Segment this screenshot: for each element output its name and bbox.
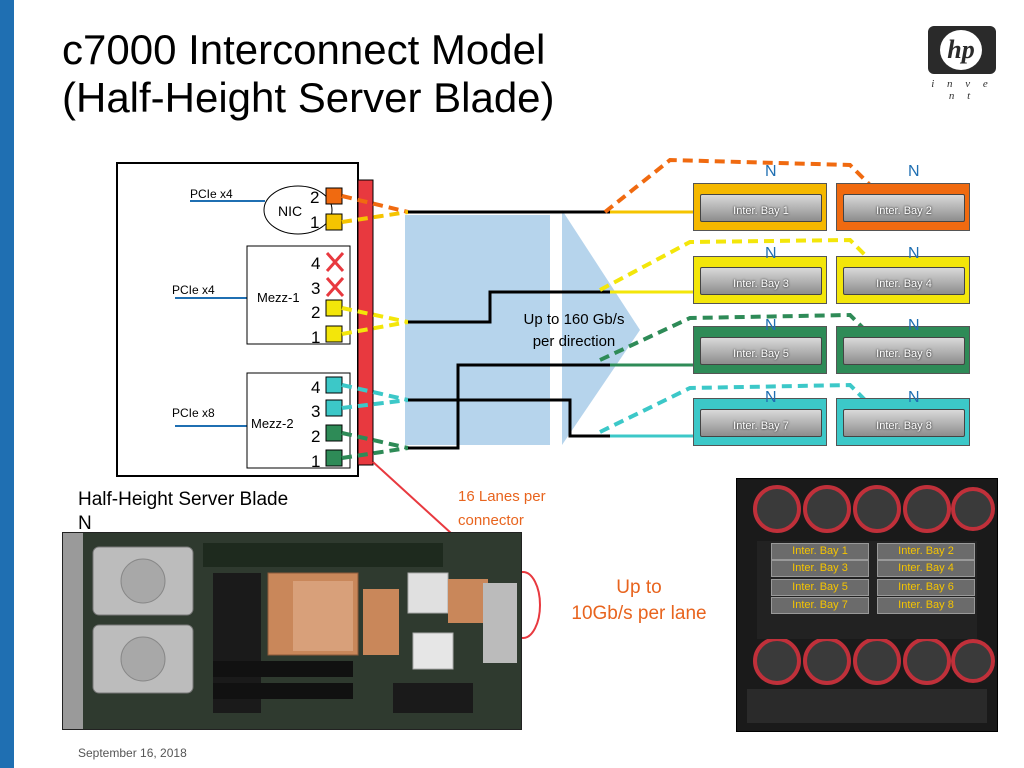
lanes-note-2: connector [458,512,524,529]
enclosure-photo: Inter. Bay 1 Inter. Bay 2 Inter. Bay 3 Inte… [736,478,998,732]
slide-title: c7000 Interconnect Model (Half-Height Se… [62,26,555,122]
interconnect-bay-6: Inter. Bay 6 [836,326,970,374]
enclosure-bay-label-3: Inter. Bay 3 [771,560,869,577]
bay-label: Inter. Bay 7 [733,420,789,432]
nic-port-1-label: 1 [310,213,320,232]
title-line-1: c7000 Interconnect Model [62,26,546,73]
mezz1-port-1-label: 1 [311,328,321,347]
mezz1-label: Mezz-1 [257,290,300,305]
bay-n-label: N [908,317,920,334]
midplane-arrow [562,210,640,445]
bay-label: Inter. Bay 5 [733,348,789,360]
mezz2-port-1 [325,449,343,467]
switch-module-icon [843,194,965,222]
hp-logo: hp i n v e n t [928,26,996,102]
hp-logo-mark: hp [940,30,982,70]
title-line-2: (Half-Height Server Blade) [62,74,555,121]
blade-connector-strip [357,179,374,466]
mezz1-port-2-label: 2 [311,303,321,322]
mezz1-port-1 [325,325,343,343]
switch-module-icon [700,409,822,437]
midplane-traces [408,210,610,450]
bay-n-label: N [765,317,777,334]
mezz2-label: Mezz-2 [251,416,294,431]
bay-n-label: N [765,245,777,262]
switch-module-icon [843,337,965,365]
nic-port-1 [325,213,343,231]
enclosure-bay-label-4: Inter. Bay 4 [877,560,975,577]
nic-ellipse [263,185,333,235]
bay-label: Inter. Bay 8 [876,420,932,432]
enclosure-bay-label-1: Inter. Bay 1 [771,543,869,560]
interconnect-bay-5: Inter. Bay 5 [693,326,827,374]
blade-photo [62,532,522,730]
footer-date: September 16, 2018 [78,746,187,760]
mezz1-port-2 [325,299,343,317]
switch-module-icon [843,409,965,437]
enclosure-bay-label-5: Inter. Bay 5 [771,579,869,596]
speed-note-1: Up to [616,577,662,598]
mezz1-port-3-label: 3 [311,279,321,298]
nic-port-2 [325,187,343,205]
pcie-nic-label: PCIe x4 [190,187,233,201]
bay-dashed-links [599,157,872,434]
bay-n-label: N [765,389,777,406]
enclosure-bay-label-8: Inter. Bay 8 [877,597,975,614]
blade-photo-drawing [63,533,521,729]
interconnect-bay-3: Inter. Bay 3 [693,256,827,304]
bay-label: Inter. Bay 3 [733,278,789,290]
mezz2-port-3 [325,399,343,417]
bay-label: Inter. Bay 1 [733,205,789,217]
blade-caption: Half-Height Server Blade [78,489,289,510]
pcie-mezz1-label: PCIe x4 [172,283,215,297]
pcie-mezz2-label: PCIe x8 [172,406,215,420]
mezz2-port-2-label: 2 [311,427,321,446]
bay-n-label: N [908,389,920,406]
unused-port-x-icon [325,252,345,297]
switch-module-icon [700,194,822,222]
bay-label: Inter. Bay 6 [876,348,932,360]
blade-caption-n: N [78,513,92,534]
lanes-note-1: 16 Lanes per [458,488,546,505]
speed-note-2: 10Gb/s per lane [571,603,707,624]
hp-logo-badge: hp [928,26,996,74]
switch-module-icon [700,267,822,295]
interconnect-bay-7: Inter. Bay 7 [693,398,827,446]
interconnect-bay-8: Inter. Bay 8 [836,398,970,446]
nic-port-2-label: 2 [310,188,320,207]
bay-label: Inter. Bay 4 [876,278,932,290]
bay-n-label: N [908,245,920,262]
bay-label: Inter. Bay 2 [876,205,932,217]
mezz2-port-4 [325,376,343,394]
nic-label: NIC [278,203,303,219]
switch-module-icon [843,267,965,295]
interconnect-bay-2: Inter. Bay 2 [836,183,970,231]
port-links [341,194,409,460]
hp-logo-tagline: i n v e n t [931,78,993,102]
slide-accent-bar [0,0,14,768]
mezz2-port-4-label: 4 [311,378,321,397]
bay-n-label: N [765,163,777,180]
mezz2-port-1-label: 1 [311,452,321,471]
enclosure-bay-label-2: Inter. Bay 2 [877,543,975,560]
switch-module-icon [700,337,822,365]
bandwidth-label-2: per direction [532,333,616,350]
mezz2-port-3-label: 3 [311,402,321,421]
interconnect-bay-4: Inter. Bay 4 [836,256,970,304]
bay-stub-lines [610,210,693,438]
enclosure-bay-label-6: Inter. Bay 6 [877,579,975,596]
mezz1-port-4-label: 4 [311,254,321,273]
bandwidth-label-1: Up to 160 Gb/s [523,311,625,328]
bay-n-label: N [908,163,920,180]
midplane-band [405,215,550,445]
mezz2-port-2 [325,424,343,442]
enclosure-bay-label-7: Inter. Bay 7 [771,597,869,614]
interconnect-bay-1: Inter. Bay 1 [693,183,827,231]
